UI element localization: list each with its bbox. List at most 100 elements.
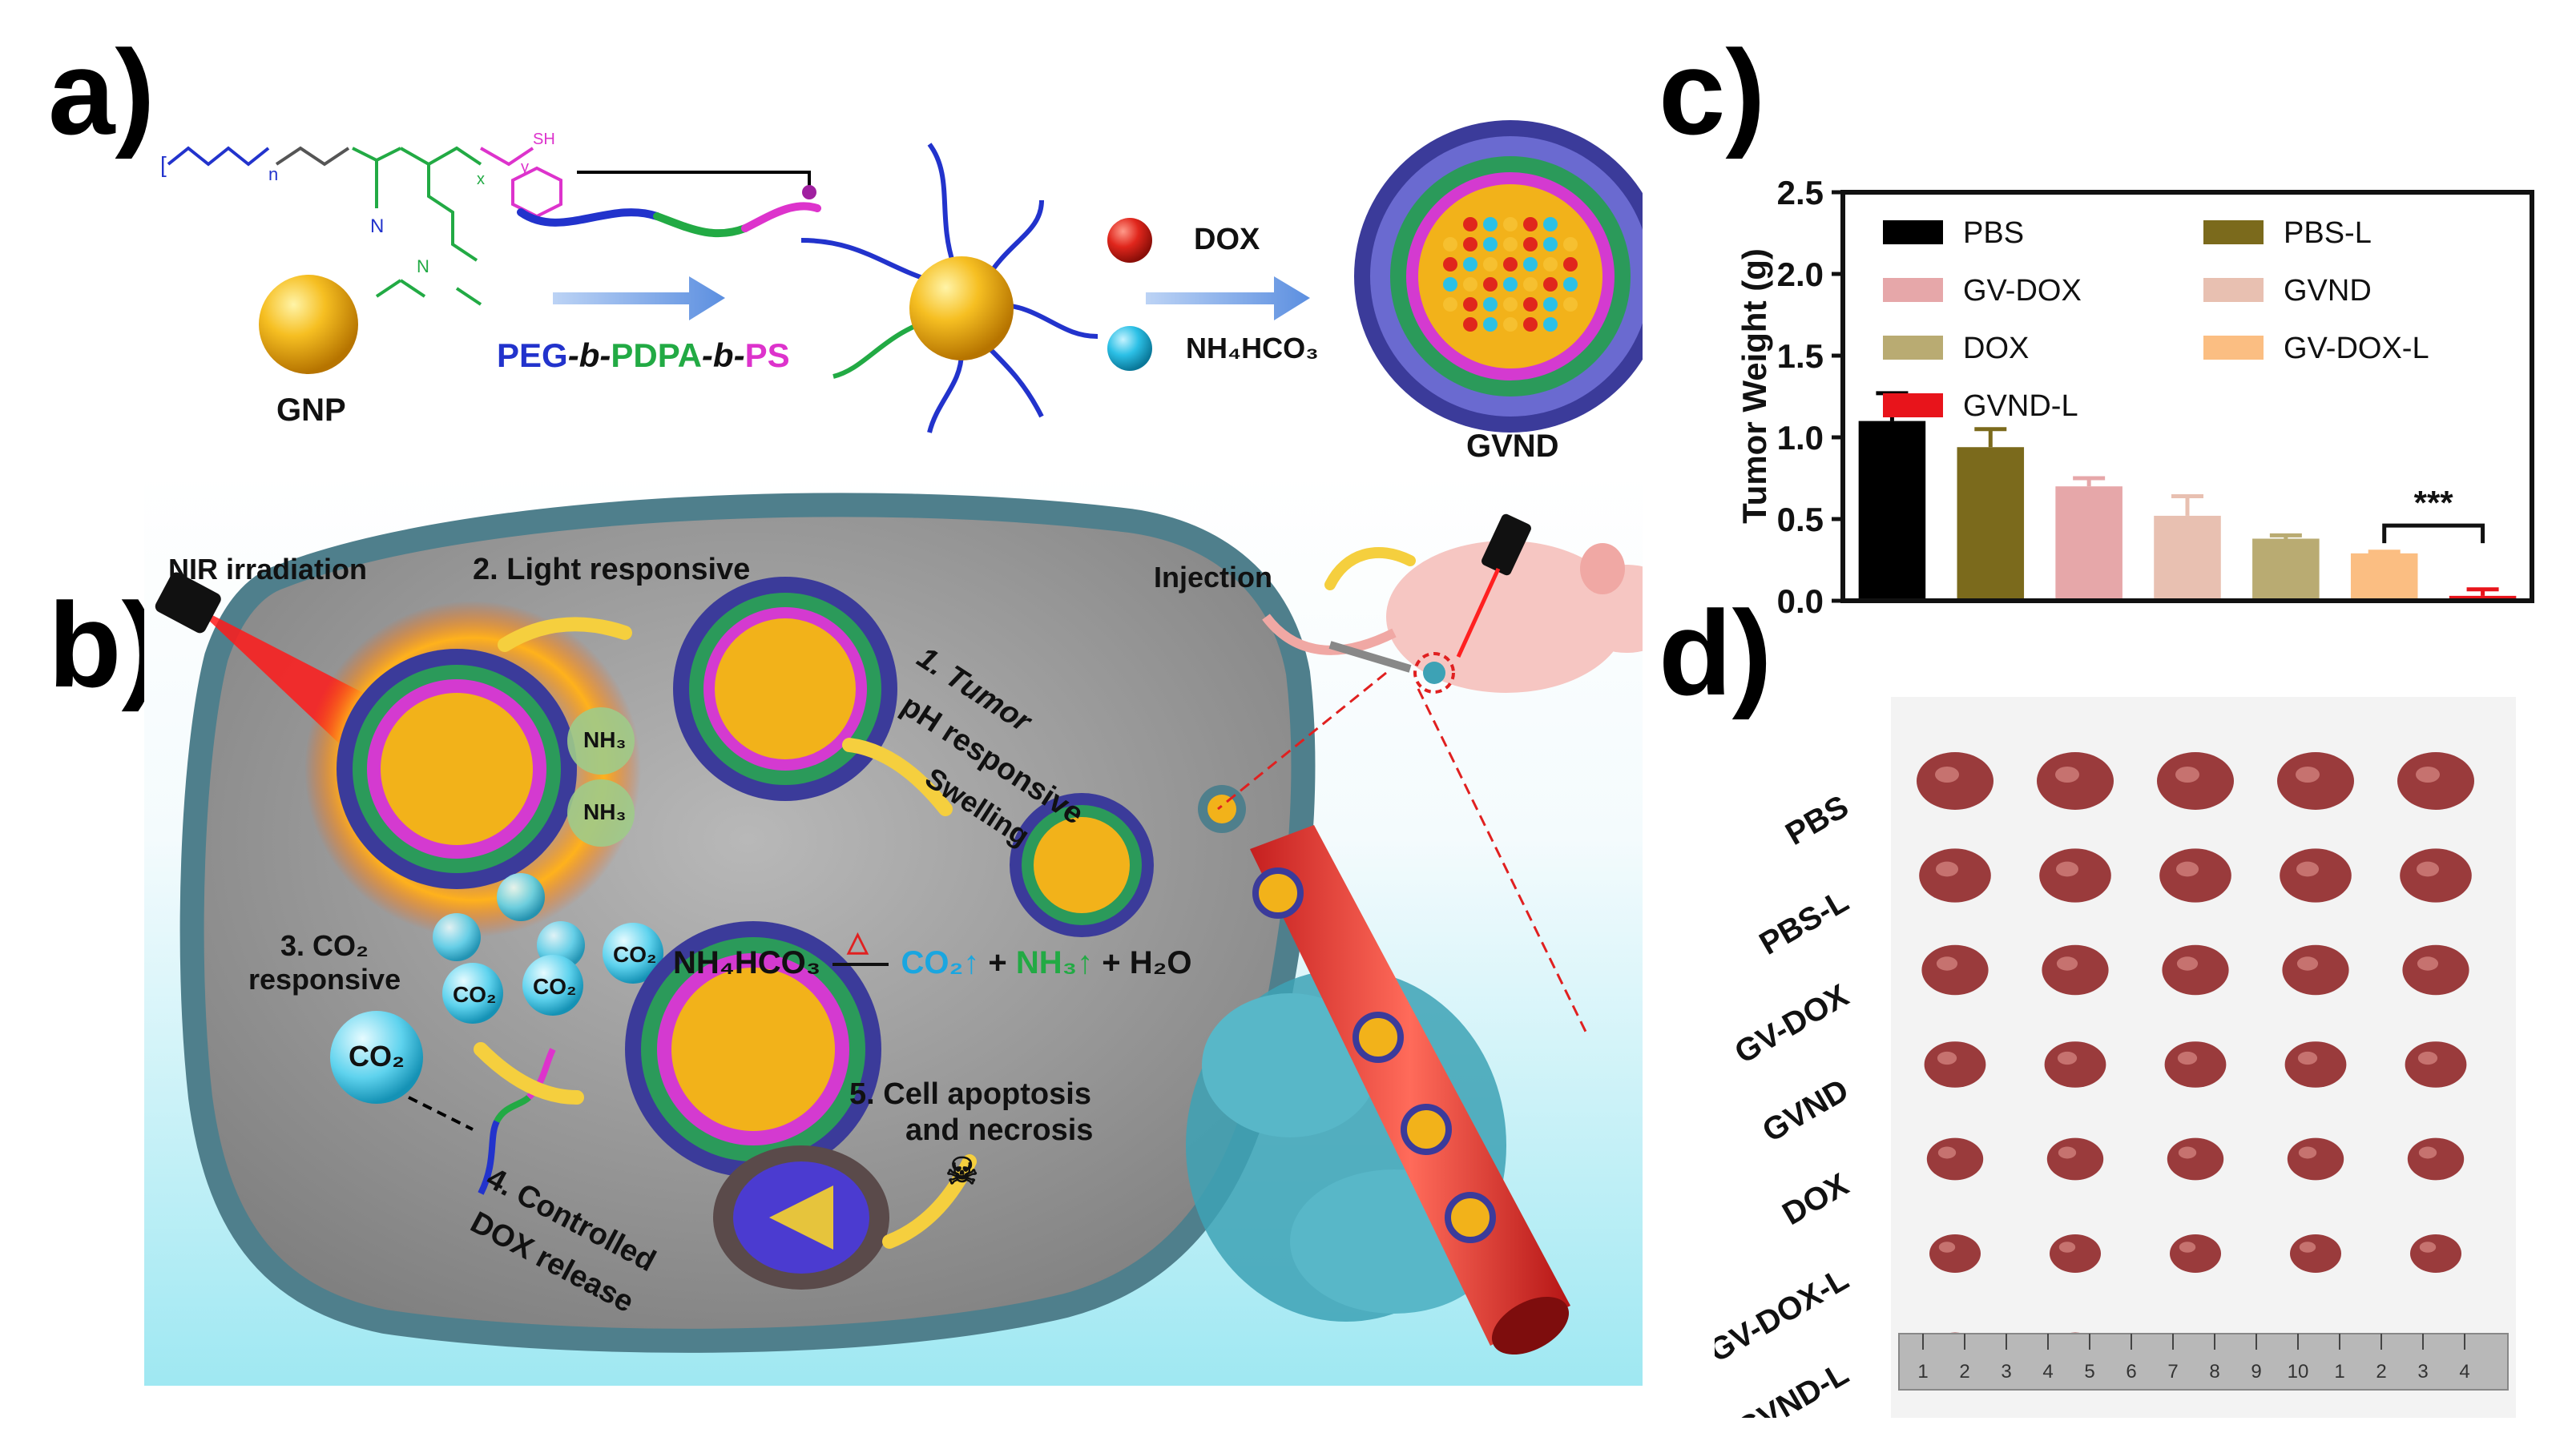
polymer-pdpa: PDPA bbox=[611, 336, 702, 374]
plot-frame bbox=[1840, 190, 2534, 603]
cargo-dot bbox=[1563, 237, 1578, 252]
ruler-number: 8 bbox=[2209, 1361, 2219, 1383]
tumor-highlight bbox=[2418, 1146, 2437, 1159]
polymer-peg: PEG bbox=[497, 336, 568, 374]
co2-bubble-1 bbox=[442, 963, 503, 1024]
polymer-structure: [ n N N SH x y bbox=[160, 131, 562, 306]
svg-text:y: y bbox=[521, 159, 529, 176]
vesicle-swollen bbox=[673, 577, 897, 801]
cargo-dot bbox=[1543, 217, 1558, 231]
tumor-specimen bbox=[2277, 752, 2354, 810]
tumor-highlight bbox=[2297, 1051, 2318, 1065]
co2-bubble-2 bbox=[522, 955, 583, 1016]
significance-bracket bbox=[2382, 523, 2485, 544]
ruler-number: 1 bbox=[1917, 1361, 1928, 1383]
row-label: GV-DOX bbox=[1729, 978, 1855, 1071]
tumor-highlight bbox=[2417, 1051, 2438, 1065]
tumor-highlight bbox=[2299, 1242, 2316, 1253]
arrow-1 bbox=[553, 276, 725, 320]
nir-label: NIR irradiation bbox=[168, 553, 368, 586]
cargo-dot bbox=[1563, 257, 1578, 272]
panel-label-b: b) bbox=[48, 578, 162, 712]
bar-pbs bbox=[1858, 421, 1926, 601]
tumor-highlight bbox=[2176, 956, 2199, 971]
tumor-specimen bbox=[2287, 1137, 2344, 1181]
tumor-highlight bbox=[2179, 1242, 2196, 1253]
co2-label-1: CO₂ bbox=[453, 982, 497, 1007]
y-tick-label: 2.5 bbox=[1777, 176, 1824, 211]
legend-swatch bbox=[1883, 336, 1943, 360]
tumor-specimen bbox=[2290, 1234, 2341, 1273]
tumor-specimen bbox=[2162, 944, 2229, 996]
panel-label-c: c) bbox=[1659, 25, 1766, 159]
tumor-highlight bbox=[1935, 861, 1959, 877]
tumor-specimen bbox=[2164, 1041, 2227, 1088]
cargo-dot bbox=[1483, 217, 1498, 231]
tumor-highlight bbox=[1937, 1051, 1957, 1065]
ruler-number: 9 bbox=[2251, 1361, 2261, 1383]
tumor-highlight bbox=[2175, 861, 2199, 877]
tumor-specimen bbox=[2410, 1234, 2461, 1273]
tumor-highlight bbox=[2178, 1146, 2197, 1159]
reaction-delta: △ bbox=[847, 927, 869, 958]
cargo-dot bbox=[1563, 297, 1578, 312]
tumor-specimen bbox=[2050, 1234, 2101, 1273]
y-tick-label: 0.0 bbox=[1777, 582, 1824, 620]
reaction-reactant: NH₄HCO₃ bbox=[673, 945, 821, 980]
ruler-number: 7 bbox=[2167, 1361, 2178, 1383]
ruler-number: 3 bbox=[2001, 1361, 2011, 1383]
tumor-highlight bbox=[2298, 1146, 2317, 1159]
tumor-highlight bbox=[2057, 1051, 2078, 1065]
chart-ylabel: Tumor Weight (g) bbox=[1735, 248, 1773, 524]
mouse-laser-icon bbox=[1482, 513, 1531, 576]
gvnd-label: GVND bbox=[1466, 429, 1559, 464]
row-label: DOX bbox=[1776, 1167, 1854, 1233]
panel-label-a: a) bbox=[48, 25, 155, 159]
cargo-dot bbox=[1523, 277, 1538, 292]
legend-swatch bbox=[2203, 220, 2264, 244]
tumor-specimen bbox=[2407, 1137, 2465, 1181]
tumor-specimen bbox=[2046, 1137, 2104, 1181]
gnp-particle bbox=[259, 275, 358, 374]
svg-text:SH: SH bbox=[533, 131, 555, 148]
tumor-specimen bbox=[1921, 944, 1989, 996]
reaction-co2: CO₂↑ bbox=[901, 945, 980, 980]
significance-label: *** bbox=[2414, 484, 2454, 521]
bar-gv-dox-l bbox=[2350, 553, 2418, 601]
cargo-dot bbox=[1443, 237, 1457, 252]
panel-a-scheme: [ n N N SH x y bbox=[0, 0, 1643, 465]
nh3-label-2: NH₃ bbox=[583, 799, 627, 824]
legend-label: GVND bbox=[2284, 274, 2372, 308]
tumor-highlight bbox=[2058, 1242, 2076, 1253]
tumor-specimen bbox=[2042, 944, 2109, 996]
legend-swatch bbox=[1883, 393, 1943, 417]
tumor-highlight bbox=[2055, 767, 2079, 783]
tumor-specimen bbox=[2405, 1041, 2467, 1088]
reaction-plus-2: + H₂O bbox=[1102, 945, 1192, 980]
tumor-specimen bbox=[2167, 1137, 2224, 1181]
tumor-highlight bbox=[2055, 861, 2079, 877]
cargo-dot bbox=[1543, 257, 1558, 272]
svg-text:N: N bbox=[417, 256, 429, 276]
tumor-highlight bbox=[2177, 1051, 2198, 1065]
scheme-a-drawing: [ n N N SH x y bbox=[160, 120, 1643, 433]
tumor-specimen bbox=[2170, 1234, 2221, 1273]
cargo-dot bbox=[1523, 297, 1538, 312]
tumor-specimen bbox=[2039, 848, 2111, 903]
tumor-highlight bbox=[2056, 956, 2078, 971]
cargo-dot bbox=[1523, 257, 1538, 272]
cargo-dot bbox=[1503, 317, 1518, 332]
cargo-dot bbox=[1543, 277, 1558, 292]
y-tick-label: 1.5 bbox=[1777, 337, 1824, 375]
cargo-dot bbox=[1483, 297, 1498, 312]
tumor-highlight bbox=[1936, 956, 1958, 971]
polymer-sep-2: -b- bbox=[701, 336, 745, 374]
tumor-highlight bbox=[2416, 861, 2440, 877]
reaction-plus-1: + bbox=[988, 945, 1007, 980]
cargo-dot bbox=[1523, 237, 1538, 252]
cell-nucleus bbox=[713, 1145, 889, 1290]
ruler-number: 4 bbox=[2459, 1361, 2469, 1383]
y-tick-label: 1.0 bbox=[1777, 419, 1824, 457]
